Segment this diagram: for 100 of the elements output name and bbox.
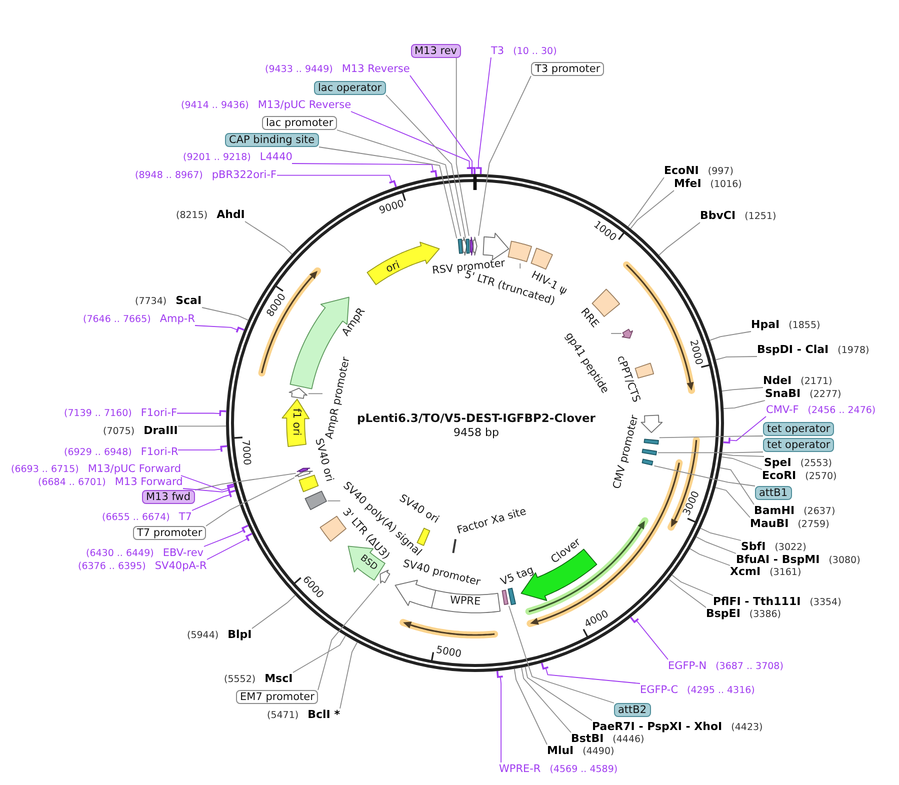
feature-label: attB2	[614, 703, 651, 717]
leader-line	[252, 594, 296, 629]
enzyme-name: MscI	[264, 672, 293, 684]
enzyme-name: PaeR7I - PspXI - XhoI	[592, 720, 722, 732]
primer-position: (6655 .. 6674)	[102, 512, 170, 524]
enzyme-name: DraIII	[144, 424, 178, 436]
primer-name: F1ori-F	[140, 406, 178, 418]
leader-line	[723, 416, 766, 444]
feature-label: ori	[384, 258, 402, 276]
tick-label: 4000	[582, 608, 610, 631]
leader-line	[700, 528, 742, 541]
leader-line	[336, 130, 462, 237]
enzyme-name: MauBI	[750, 518, 789, 530]
feature-label: T7 promoter	[133, 526, 206, 540]
leader-line	[178, 426, 226, 427]
cut-position: (5471)	[267, 710, 299, 722]
cut-position: (5552)	[224, 674, 256, 686]
primer-position: (6376 .. 6395)	[78, 560, 146, 572]
feature-label: f1 ori	[291, 408, 304, 436]
leader-line	[654, 465, 756, 486]
tick-label: 2000	[686, 339, 704, 366]
primer-position: (4295 .. 4316)	[687, 684, 755, 696]
cut-position: (5944)	[187, 630, 219, 642]
feature-label: M13 fwd	[142, 490, 195, 504]
enzyme-name: MfeI	[674, 178, 702, 190]
leader-line	[658, 436, 764, 438]
feature-label: attB1	[755, 486, 792, 500]
enzyme-name: BbvCI	[700, 210, 736, 222]
primer-position: (9433 .. 9449)	[265, 64, 333, 76]
leader-line	[350, 111, 473, 174]
enzyme-name: SnaBI	[765, 388, 801, 400]
enzyme-name: MluI	[547, 744, 574, 756]
leader-line	[521, 667, 572, 733]
enzyme-name: AhdI	[216, 208, 245, 220]
primer-name: M13 Forward	[114, 476, 183, 488]
enzyme-name: SbfI	[741, 540, 766, 552]
primer-position: (6693 .. 6715)	[11, 464, 79, 476]
enzyme-name: BstBI	[571, 732, 604, 744]
enzyme-name: BlpI	[228, 628, 252, 640]
primer-position: (9201 .. 9218)	[183, 152, 251, 164]
primer-position: (6929 .. 6948)	[64, 446, 132, 458]
cut-position: (2171)	[800, 376, 832, 388]
enzyme-name: NdeI	[763, 374, 792, 386]
leader-line	[276, 174, 397, 188]
cut-position: (1978)	[838, 344, 870, 356]
leader-line	[508, 605, 614, 704]
primer-position: (6684 .. 6701)	[38, 476, 106, 488]
leader-line	[514, 668, 548, 745]
tick-label: 9000	[378, 198, 406, 217]
cut-position: (2277)	[810, 388, 842, 400]
primer-name: L4440	[260, 150, 292, 162]
primer-position: (4569 .. 4589)	[550, 764, 618, 776]
feature-label: T3 promoter	[531, 62, 604, 76]
feature-label: M13 rev	[410, 44, 462, 58]
leader-line	[696, 536, 736, 554]
cut-position: (2759)	[798, 518, 830, 530]
cut-position: (4446)	[612, 734, 644, 746]
leader-line	[478, 76, 532, 236]
leader-line	[204, 524, 248, 547]
leader-line	[722, 454, 764, 457]
leader-line	[292, 635, 346, 673]
cut-position: (3080)	[828, 554, 860, 566]
feature-label: AmpR promoter	[322, 356, 352, 440]
primer-name: SV40pA-R	[154, 560, 207, 572]
plasmid-length: 9458 bp	[454, 426, 499, 438]
leader-line	[520, 262, 521, 269]
cut-position: (4490)	[582, 746, 614, 758]
leader-line	[410, 75, 476, 174]
feature-label: CMV promoter	[610, 414, 641, 490]
primer-name: M13 Reverse	[342, 62, 410, 74]
enzyme-name: BspEI	[706, 608, 740, 620]
leader-line	[194, 472, 296, 490]
enzyme-name: SpeI	[764, 456, 792, 468]
enzyme-name: BspDI - ClaI	[757, 344, 829, 356]
enzyme-name: BclI *	[308, 708, 340, 720]
feature-label: tet operator	[763, 422, 834, 436]
cut-position: (997)	[708, 166, 734, 178]
primer-position: (2456 .. 2476)	[808, 404, 876, 416]
enzyme-name: EcoRI	[762, 470, 796, 482]
primer-name: Amp-R	[160, 312, 196, 324]
cut-position: (3386)	[749, 608, 782, 620]
cut-position: (1016)	[710, 178, 742, 190]
primer-name: EGFP-C	[640, 684, 678, 696]
cut-position: (2553)	[800, 458, 832, 470]
leader-line	[476, 57, 492, 174]
leader-line	[668, 578, 706, 608]
leader-line	[719, 467, 754, 505]
primer-name: WPRE-R	[499, 762, 541, 774]
leader-line	[456, 58, 470, 236]
enzyme-name: EcoNI	[664, 164, 699, 176]
cut-position: (2570)	[805, 470, 837, 482]
enzyme-name: PflFI - Tth111I	[713, 596, 801, 608]
cut-position: (4423)	[731, 722, 763, 734]
enzyme-name: XcmI	[730, 566, 761, 578]
primer-name: T7	[178, 510, 192, 522]
leader-line	[180, 475, 234, 491]
primer-name: T3	[491, 44, 504, 56]
leader-line	[672, 574, 714, 596]
feature-label: V5 tag	[499, 564, 536, 588]
cut-position: (7734)	[135, 296, 167, 308]
